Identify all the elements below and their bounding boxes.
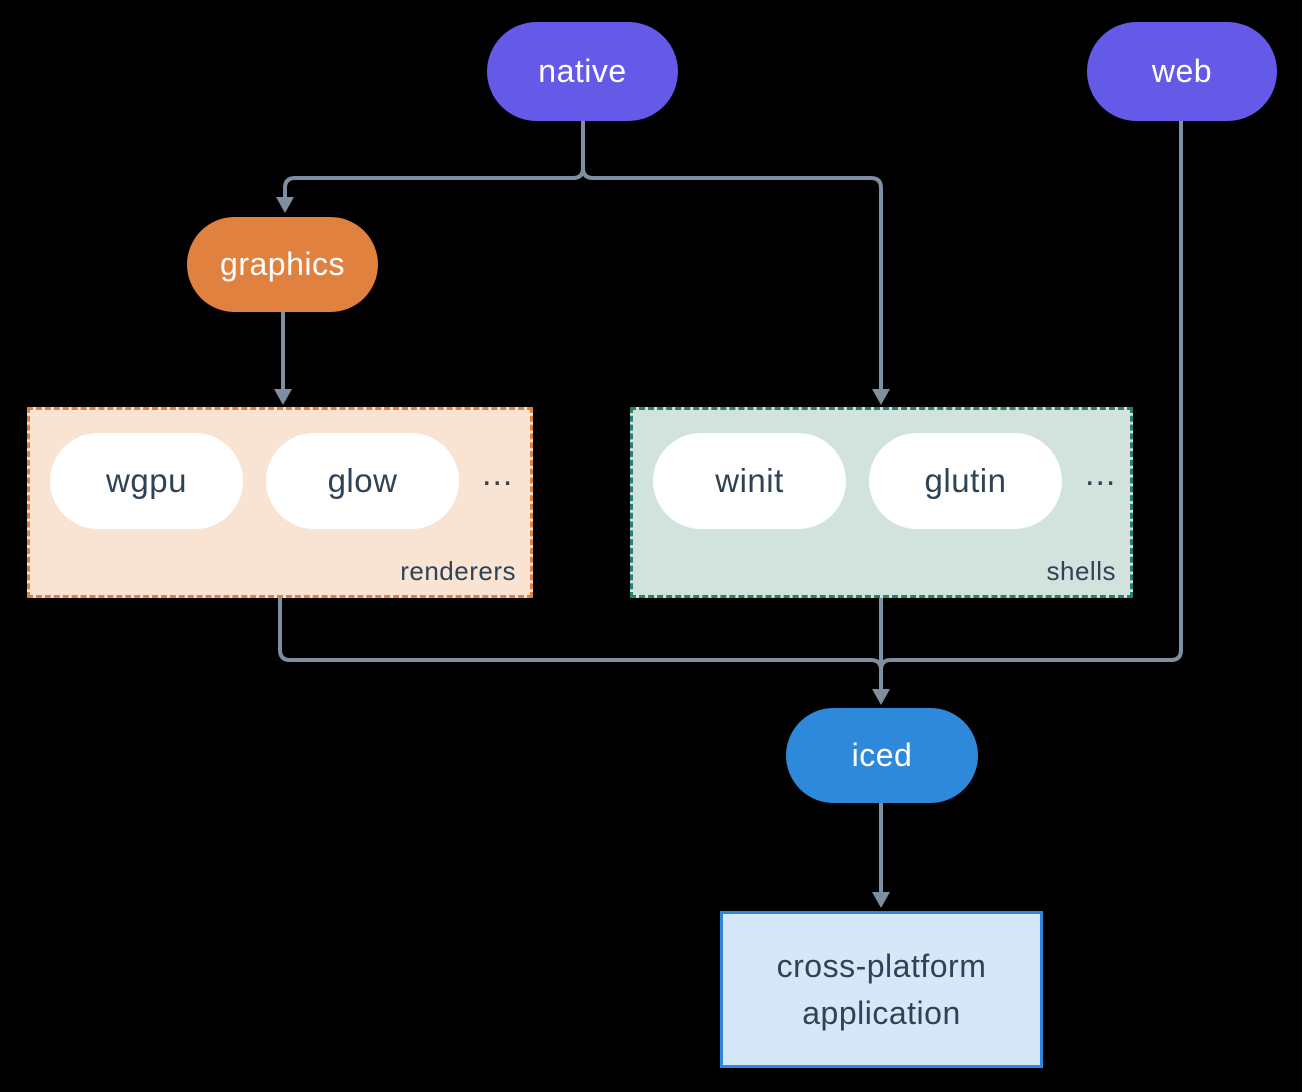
node-web: web <box>1087 22 1277 121</box>
node-native-label: native <box>538 53 627 89</box>
group-shells: winit glutin ... shells <box>630 407 1133 598</box>
node-wgpu-label: wgpu <box>106 462 187 499</box>
edge-native-graphics <box>283 121 585 198</box>
edge-renderers-iced <box>278 598 883 686</box>
arrowhead-application <box>872 892 890 908</box>
node-graphics: graphics <box>187 217 378 312</box>
node-iced: iced <box>786 708 978 803</box>
node-glutin-label: glutin <box>924 462 1007 499</box>
node-glow-label: glow <box>327 462 398 499</box>
node-iced-label: iced <box>851 737 913 773</box>
node-graphics-label: graphics <box>220 246 345 282</box>
arrowhead-renderers <box>274 389 292 405</box>
node-winit: winit <box>653 433 846 529</box>
node-application: cross-platform application <box>720 911 1043 1068</box>
node-winit-label: winit <box>715 462 784 499</box>
node-application-label: cross-platform application <box>776 948 987 1031</box>
node-web-label: web <box>1151 53 1213 89</box>
group-shells-label: shells <box>1046 556 1116 586</box>
node-wgpu: wgpu <box>50 433 243 529</box>
node-native: native <box>487 22 678 121</box>
group-shells-items: winit glutin ... <box>633 410 1130 529</box>
node-glow: glow <box>266 433 459 529</box>
arrowhead-graphics <box>276 197 294 213</box>
arrowhead-iced <box>872 689 890 705</box>
group-renderers-label: renderers <box>400 556 516 586</box>
renderers-ellipsis: ... <box>482 454 514 493</box>
edge-web-iced <box>879 121 1183 686</box>
shells-ellipsis: ... <box>1085 454 1117 493</box>
arrowhead-shells <box>872 389 890 405</box>
group-renderers-items: wgpu glow ... <box>30 410 530 529</box>
edge-native-shells <box>581 121 883 389</box>
group-renderers: wgpu glow ... renderers <box>27 407 533 598</box>
node-glutin: glutin <box>869 433 1062 529</box>
